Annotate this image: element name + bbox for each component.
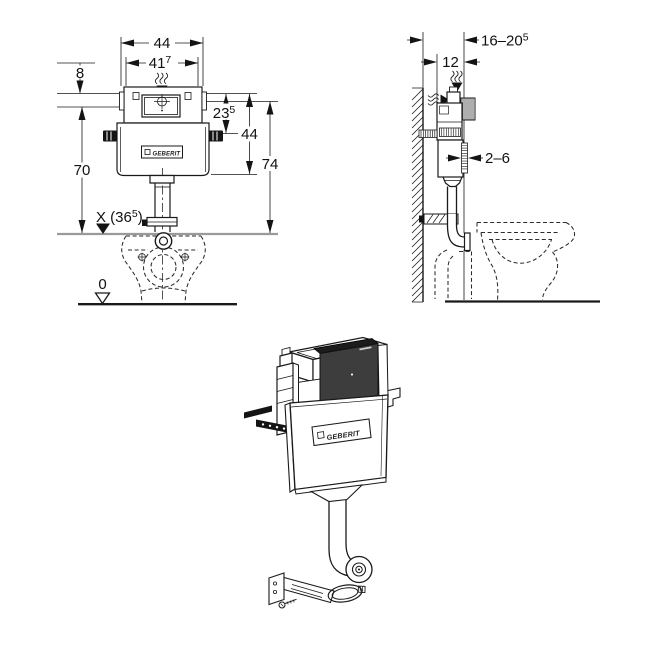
pipe-bracket-side bbox=[419, 213, 459, 225]
threaded-plug bbox=[460, 97, 476, 121]
protection-strip bbox=[461, 142, 468, 174]
dimension-top-offset: 8 bbox=[72, 63, 88, 94]
dimension-total-height: 74 bbox=[258, 101, 282, 233]
flush-pipe-side bbox=[446, 186, 471, 252]
datum-zero: 0 bbox=[78, 276, 237, 306]
frame-right-post bbox=[377, 343, 389, 398]
wall-bracket-part bbox=[268, 572, 335, 606]
dim-total-height-label: 74 bbox=[262, 156, 279, 173]
dim-finished-wall-label: 2–6 bbox=[485, 150, 510, 167]
drain-pipe-dashed bbox=[434, 249, 473, 299]
cistern-side bbox=[418, 86, 476, 188]
front-view-drawing: 44 417 8 70 bbox=[57, 35, 282, 306]
crosshair-icon bbox=[154, 94, 170, 112]
dim-line-height-label: 70 bbox=[74, 162, 91, 179]
dimension-installation-depth: 16–205 bbox=[407, 32, 529, 88]
dim-cistern-height-label: 44 bbox=[241, 126, 258, 143]
toilet-bowl-front bbox=[121, 232, 206, 304]
protection-cover-panel bbox=[313, 338, 379, 405]
side-view-drawing: 16–205 12 bbox=[407, 32, 600, 303]
flush-bend-assembly bbox=[309, 484, 373, 584]
dim-cistern-depth-label: 12 bbox=[442, 54, 459, 71]
tank-body bbox=[284, 394, 389, 495]
cistern-front: GEBERIT bbox=[103, 86, 223, 177]
dim-top-offset-label: 8 bbox=[76, 65, 84, 82]
fixing-hole-left bbox=[137, 252, 147, 262]
product-logo-plate: GEBERIT bbox=[311, 418, 372, 447]
front-logo-plate: GEBERIT bbox=[141, 145, 183, 159]
pipe-clamp-part bbox=[327, 584, 366, 603]
hanger-bolt bbox=[418, 129, 438, 138]
dimension-opening-depth: 235 bbox=[212, 94, 240, 133]
ribbed-band bbox=[439, 127, 461, 137]
toilet-bowl-side bbox=[476, 221, 576, 301]
dimension-outer-width: 44 bbox=[121, 35, 203, 52]
dimension-cistern-depth: 12 bbox=[421, 54, 480, 103]
side-fixing-left bbox=[103, 130, 117, 142]
dim-bowl-height-label: X (365) bbox=[96, 208, 143, 226]
dimension-inner-width: 417 bbox=[126, 54, 198, 72]
dimension-finished-wall: 2–6 bbox=[446, 150, 510, 167]
side-fixing-right bbox=[209, 130, 223, 142]
dim-installation-depth-label: 16–205 bbox=[481, 32, 529, 50]
dimension-cistern-height: 44 bbox=[238, 94, 261, 174]
fixing-hole-right bbox=[180, 252, 190, 262]
product-illustration: GEBERIT bbox=[244, 336, 401, 609]
datum-zero-label: 0 bbox=[98, 276, 106, 293]
dim-inner-width-label: 417 bbox=[149, 54, 172, 72]
flush-pipe-front bbox=[142, 168, 178, 302]
dim-opening-depth-label: 235 bbox=[213, 104, 236, 122]
dimension-line-height: 70 bbox=[70, 107, 94, 233]
pipe-outlet-ring bbox=[154, 232, 173, 250]
dim-outer-width-label: 44 bbox=[154, 35, 171, 52]
front-logo-text: GEBERIT bbox=[153, 152, 182, 158]
wall-section bbox=[411, 87, 424, 303]
screw-part bbox=[278, 598, 297, 609]
